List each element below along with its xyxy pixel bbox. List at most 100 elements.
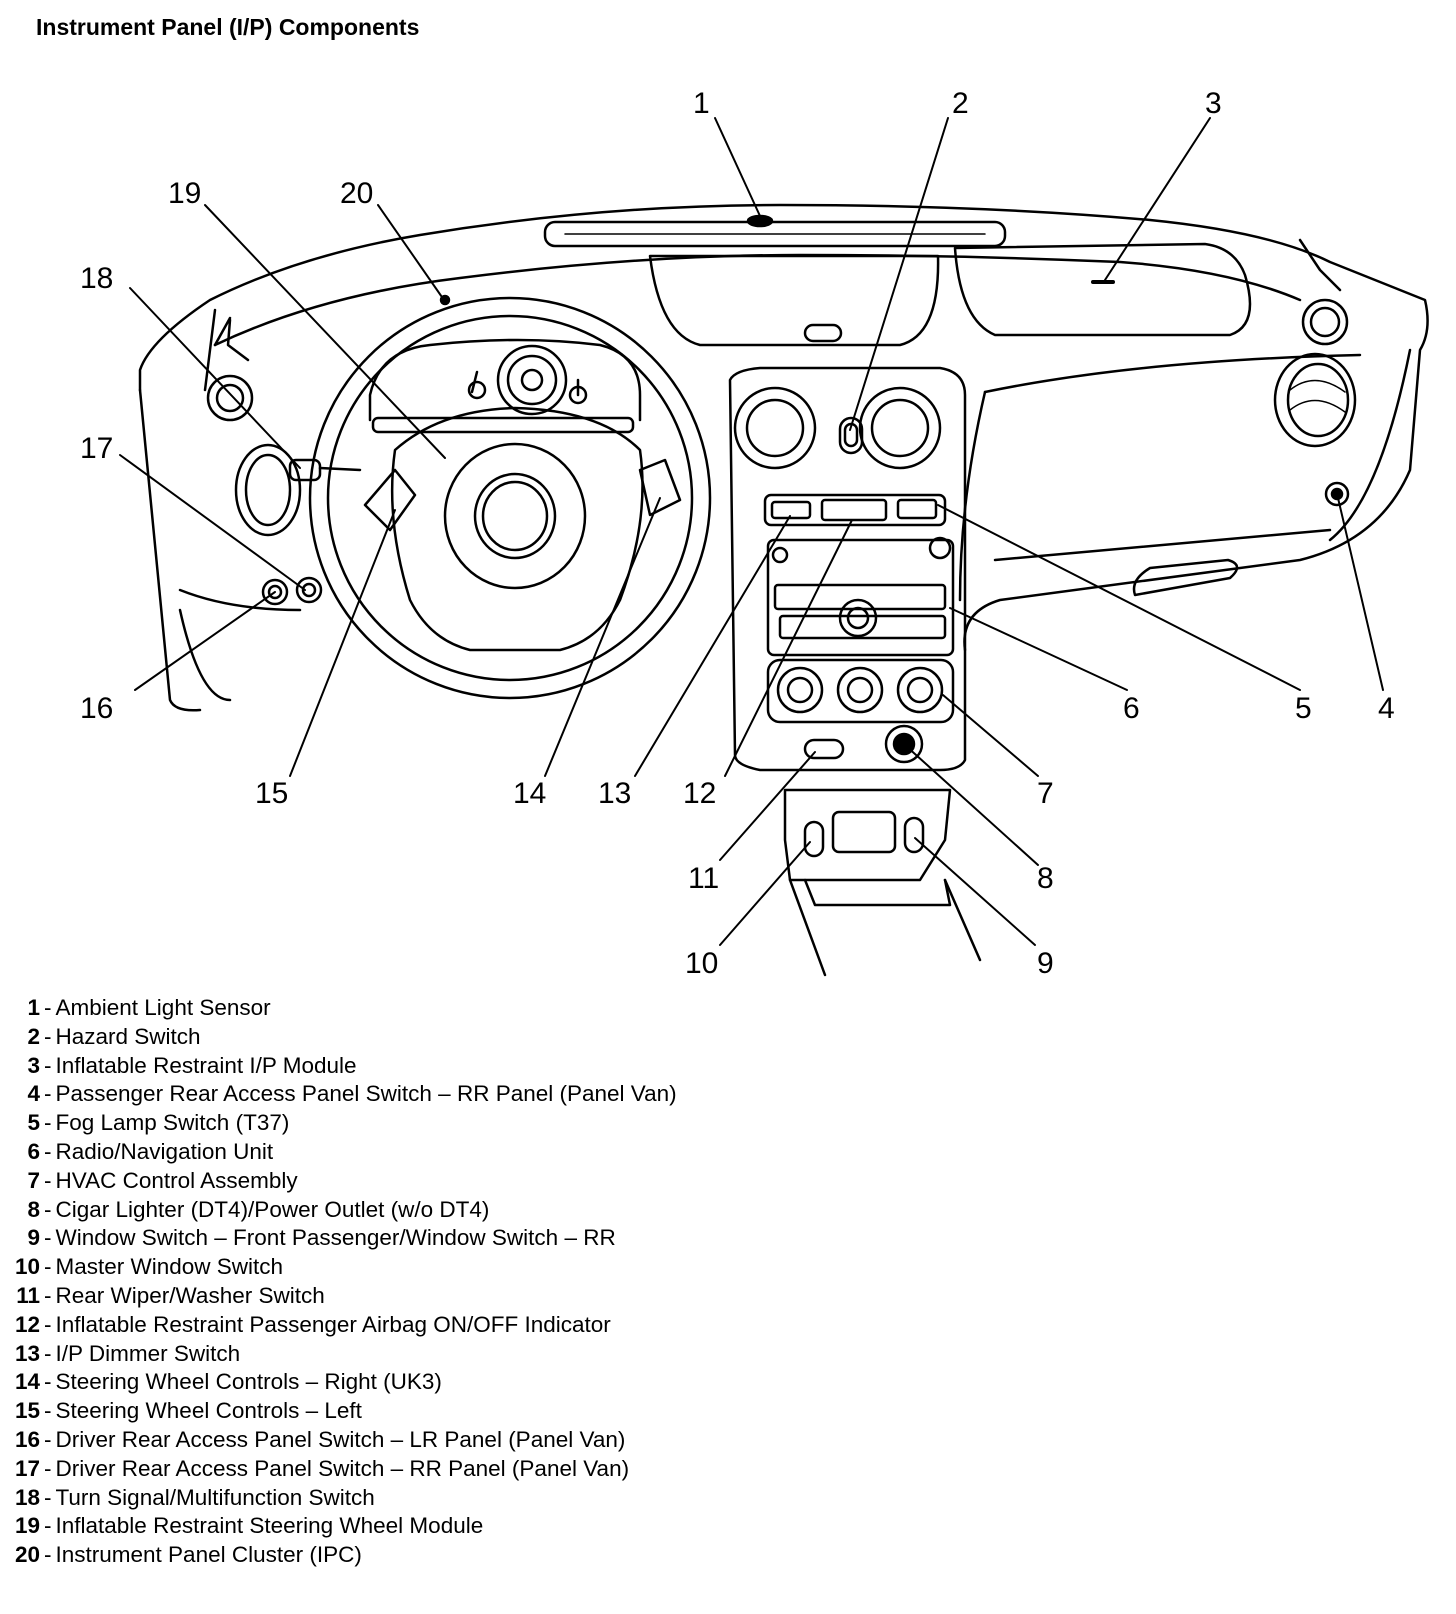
legend-separator: - (44, 1081, 52, 1107)
callout-20: 20 (340, 177, 373, 210)
legend-item: 13-I/P Dimmer Switch (10, 1340, 810, 1369)
legend-number: 10 (14, 1254, 40, 1280)
legend-number: 14 (14, 1369, 40, 1395)
legend-separator: - (44, 1167, 52, 1193)
callout-11: 11 (688, 862, 719, 895)
legend-label: Inflatable Restraint Steering Wheel Modu… (55, 1513, 484, 1539)
legend-item: 9-Window Switch – Front Passenger/Window… (10, 1224, 810, 1253)
legend-label: Rear Wiper/Washer Switch (55, 1282, 325, 1308)
legend-label: Inflatable Restraint Passenger Airbag ON… (55, 1311, 611, 1337)
legend-separator: - (44, 1023, 52, 1049)
center-console (783, 788, 982, 977)
legend-number: 15 (14, 1398, 40, 1424)
legend-label: Inflatable Restraint I/P Module (55, 1052, 357, 1078)
legend-label: Driver Rear Access Panel Switch – RR Pan… (55, 1455, 630, 1481)
legend-number: 3 (27, 1052, 40, 1078)
legend-number: 2 (27, 1023, 40, 1049)
legend-label: Window Switch – Front Passenger/Window S… (55, 1225, 616, 1251)
legend-number: 17 (14, 1455, 40, 1481)
callout-18: 18 (80, 262, 113, 295)
leader-lines (119, 117, 1384, 946)
legend-label: Steering Wheel Controls – Left (55, 1398, 362, 1424)
legend-separator: - (44, 1052, 52, 1078)
callout-5: 5 (1295, 692, 1312, 725)
legend-separator: - (44, 1282, 52, 1308)
legend-separator: - (44, 1484, 52, 1510)
callout-2: 2 (952, 87, 969, 120)
instrument-cluster (368, 294, 642, 434)
legend-label: Passenger Rear Access Panel Switch – RR … (55, 1081, 677, 1107)
callout-12: 12 (683, 777, 716, 810)
legend-item: 7-HVAC Control Assembly (10, 1167, 810, 1196)
legend-separator: - (44, 1254, 52, 1280)
legend-separator: - (44, 1196, 52, 1222)
legend-number: 5 (27, 1110, 40, 1136)
callout-17: 17 (80, 432, 113, 465)
legend-label: I/P Dimmer Switch (55, 1340, 241, 1366)
legend-separator: - (44, 1398, 52, 1424)
callout-7: 7 (1037, 777, 1054, 810)
legend-separator: - (44, 1340, 52, 1366)
legend-label: HVAC Control Assembly (55, 1167, 298, 1193)
right-side-vents (1273, 238, 1357, 507)
legend-number: 18 (14, 1484, 40, 1510)
upper-panels (648, 242, 1252, 347)
legend-label: Driver Rear Access Panel Switch – LR Pan… (55, 1426, 626, 1452)
callout-13: 13 (598, 777, 631, 810)
legend-item: 12-Inflatable Restraint Passenger Airbag… (10, 1311, 810, 1340)
legend-number: 11 (16, 1282, 40, 1308)
callout-9: 9 (1037, 947, 1054, 980)
legend-number: 20 (14, 1542, 40, 1568)
legend-number: 1 (27, 995, 40, 1020)
legend-item: 10-Master Window Switch (10, 1253, 810, 1282)
legend-item: 3-Inflatable Restraint I/P Module (10, 1052, 810, 1081)
legend-separator: - (44, 1138, 52, 1164)
component-legend: 1-Ambient Light Sensor 2-Hazard Switch 3… (10, 994, 810, 1570)
callout-15: 15 (255, 777, 288, 810)
turn-signal-stalk (288, 458, 362, 482)
legend-item: 1-Ambient Light Sensor (10, 994, 810, 1023)
glovebox-handle (1132, 558, 1239, 597)
callout-14: 14 (513, 777, 546, 810)
legend-item: 19-Inflatable Restraint Steering Wheel M… (10, 1512, 810, 1541)
legend-separator: - (44, 1311, 52, 1337)
legend-label: Radio/Navigation Unit (55, 1138, 274, 1164)
legend-label: Steering Wheel Controls – Right (UK3) (55, 1369, 442, 1395)
legend-label: Master Window Switch (55, 1254, 284, 1280)
legend-item: 20-Instrument Panel Cluster (IPC) (10, 1541, 810, 1570)
callout-4: 4 (1378, 692, 1395, 725)
legend-item: 5-Fog Lamp Switch (T37) (10, 1109, 810, 1138)
legend-number: 4 (27, 1081, 40, 1107)
legend-separator: - (44, 1513, 52, 1539)
legend-item: 14-Steering Wheel Controls – Right (UK3) (10, 1368, 810, 1397)
legend-label: Instrument Panel Cluster (IPC) (55, 1542, 362, 1568)
legend-label: Hazard Switch (55, 1023, 201, 1049)
callout-10: 10 (685, 947, 718, 980)
legend-separator: - (44, 1455, 52, 1481)
legend-item: 18-Turn Signal/Multifunction Switch (10, 1484, 810, 1513)
legend-item: 8-Cigar Lighter (DT4)/Power Outlet (w/o … (10, 1196, 810, 1225)
legend-separator: - (44, 1225, 52, 1251)
legend-number: 13 (14, 1340, 40, 1366)
legend-item: 15-Steering Wheel Controls – Left (10, 1397, 810, 1426)
legend-separator: - (44, 1369, 52, 1395)
callout-19: 19 (168, 177, 201, 210)
legend-item: 11-Rear Wiper/Washer Switch (10, 1282, 810, 1311)
legend-number: 6 (27, 1138, 40, 1164)
instrument-panel-diagram: 1 2 3 4 5 6 7 8 9 10 11 12 13 14 15 16 1… (80, 87, 1429, 980)
left-side-vents (206, 374, 323, 606)
legend-label: Ambient Light Sensor (55, 995, 271, 1020)
defrost-vent (543, 214, 1007, 248)
callout-8: 8 (1037, 862, 1054, 895)
callout-3: 3 (1205, 87, 1222, 120)
page-title: Instrument Panel (I/P) Components (36, 14, 420, 40)
legend-separator: - (44, 1542, 52, 1568)
legend-number: 7 (27, 1167, 40, 1193)
legend-separator: - (44, 995, 52, 1020)
legend-label: Turn Signal/Multifunction Switch (55, 1484, 375, 1510)
legend-item: 6-Radio/Navigation Unit (10, 1138, 810, 1167)
legend-label: Fog Lamp Switch (T37) (55, 1110, 290, 1136)
center-stack (728, 366, 967, 772)
legend-number: 12 (14, 1311, 40, 1337)
legend-number: 9 (27, 1225, 40, 1251)
